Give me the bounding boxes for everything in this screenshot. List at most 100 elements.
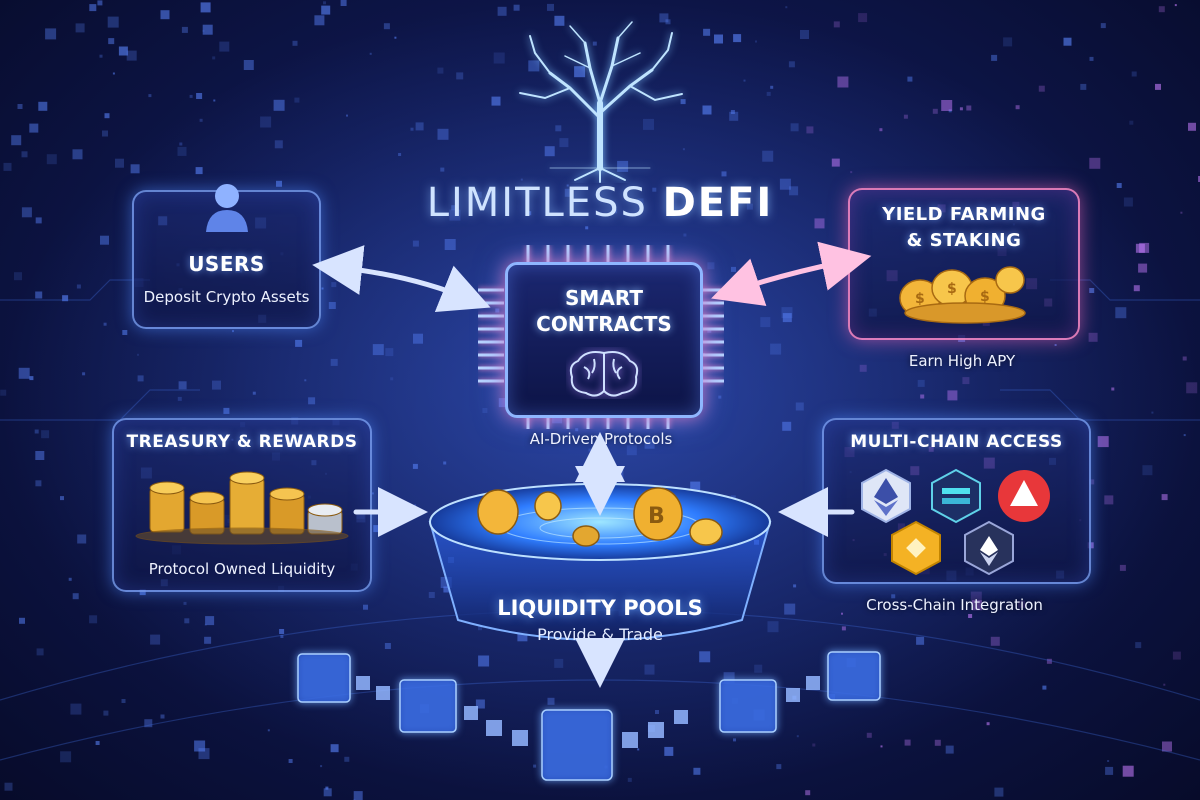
background-pixel <box>363 604 368 610</box>
background-pixel <box>260 116 272 128</box>
background-pixel <box>478 626 482 631</box>
background-pixel <box>682 148 685 151</box>
svg-text:$: $ <box>947 281 957 297</box>
background-pixel <box>456 72 464 80</box>
background-pixel <box>1054 344 1057 346</box>
background-pixel <box>72 593 79 600</box>
background-pixel <box>784 603 796 615</box>
background-pixel <box>788 61 795 68</box>
background-pixel <box>841 612 843 615</box>
background-pixel <box>104 113 110 119</box>
background-pixel <box>575 428 579 432</box>
smart-contracts-title: SMART CONTRACTS <box>508 285 700 337</box>
background-pixel <box>449 209 461 221</box>
background-pixel <box>243 60 254 70</box>
liquidity-pool-bowl: B <box>428 483 772 641</box>
background-pixel <box>205 616 215 626</box>
background-pixel <box>373 525 381 533</box>
background-pixel <box>330 744 339 753</box>
background-pixel <box>723 672 735 684</box>
background-pixel <box>796 735 799 738</box>
background-pixel <box>60 496 64 501</box>
background-pixel <box>528 60 540 72</box>
background-pixel <box>371 492 374 495</box>
background-pixel <box>219 41 230 52</box>
background-pixel <box>972 600 982 611</box>
multichain-title: MULTI-CHAIN ACCESS <box>850 432 1063 452</box>
background-pixel <box>198 748 210 760</box>
background-pixel <box>11 135 22 146</box>
background-pixel <box>76 284 81 289</box>
background-pixel <box>991 54 998 61</box>
background-pixel <box>280 635 284 638</box>
background-pixel <box>627 777 632 782</box>
background-pixel <box>517 631 528 642</box>
page-title: LIMITLESS DEFI <box>0 180 1200 226</box>
ethereum-icon <box>861 468 911 524</box>
background-pixel <box>184 618 190 624</box>
background-pixel <box>1116 183 1122 188</box>
background-pixel <box>451 205 457 211</box>
arrow-users-contracts <box>312 245 491 312</box>
background-pixel <box>779 178 791 190</box>
background-pixel <box>916 636 925 645</box>
background-pixel <box>1186 382 1198 394</box>
background-pixel <box>1003 37 1013 47</box>
background-pixel <box>495 308 500 313</box>
background-pixel <box>948 109 952 113</box>
background-pixel <box>555 125 562 132</box>
background-pixel <box>178 381 187 390</box>
background-pixel <box>1188 122 1196 131</box>
background-pixel <box>1111 387 1115 391</box>
background-pixel <box>986 722 990 726</box>
background-pixel <box>683 233 687 237</box>
background-pixel <box>559 138 569 148</box>
multichain-panel: MULTI-CHAIN ACCESS <box>822 418 1091 584</box>
background-pixel <box>547 697 555 705</box>
background-pixel <box>252 391 256 395</box>
user-icon <box>206 184 248 232</box>
background-pixel <box>859 364 867 372</box>
background-pixel <box>652 187 657 192</box>
background-pixel <box>121 699 126 703</box>
background-pixel <box>767 621 779 633</box>
background-pixel <box>99 54 103 58</box>
background-pixel <box>592 41 597 46</box>
background-pixel <box>295 339 303 347</box>
background-pixel <box>1183 434 1186 437</box>
background-pixel <box>547 3 554 11</box>
background-pixel <box>45 28 57 40</box>
background-pixel <box>1180 211 1183 214</box>
background-pixel <box>77 534 87 544</box>
arrow-yield-contracts <box>711 241 872 307</box>
background-pixel <box>968 614 973 618</box>
background-pixel <box>148 94 152 98</box>
background-pixel <box>1089 479 1095 485</box>
background-pixel <box>1046 658 1052 664</box>
background-pixel <box>482 408 488 413</box>
background-pixel <box>714 34 723 44</box>
background-pixel <box>1089 288 1095 293</box>
background-pixel <box>1042 685 1047 690</box>
smart-contracts-line-2: CONTRACTS <box>536 312 672 336</box>
background-pixel <box>920 394 925 399</box>
background-pixel <box>232 330 234 333</box>
background-pixel <box>718 395 722 399</box>
background-pixel <box>1080 83 1087 90</box>
background-pixel <box>730 110 735 114</box>
background-pixel <box>552 413 563 424</box>
background-pixel <box>126 50 137 61</box>
background-pixel <box>1122 765 1134 777</box>
background-pixel <box>475 191 482 198</box>
background-pixel <box>879 128 883 132</box>
background-pixel <box>754 664 763 673</box>
background-pixel <box>394 36 397 39</box>
background-pixel <box>118 46 128 56</box>
background-pixel <box>947 390 958 401</box>
background-pixel <box>323 1 326 5</box>
background-pixel <box>1135 243 1145 253</box>
background-pixel <box>941 100 953 111</box>
background-pixel <box>613 209 618 214</box>
background-pixel <box>150 634 161 645</box>
svg-text:$: $ <box>980 289 990 305</box>
